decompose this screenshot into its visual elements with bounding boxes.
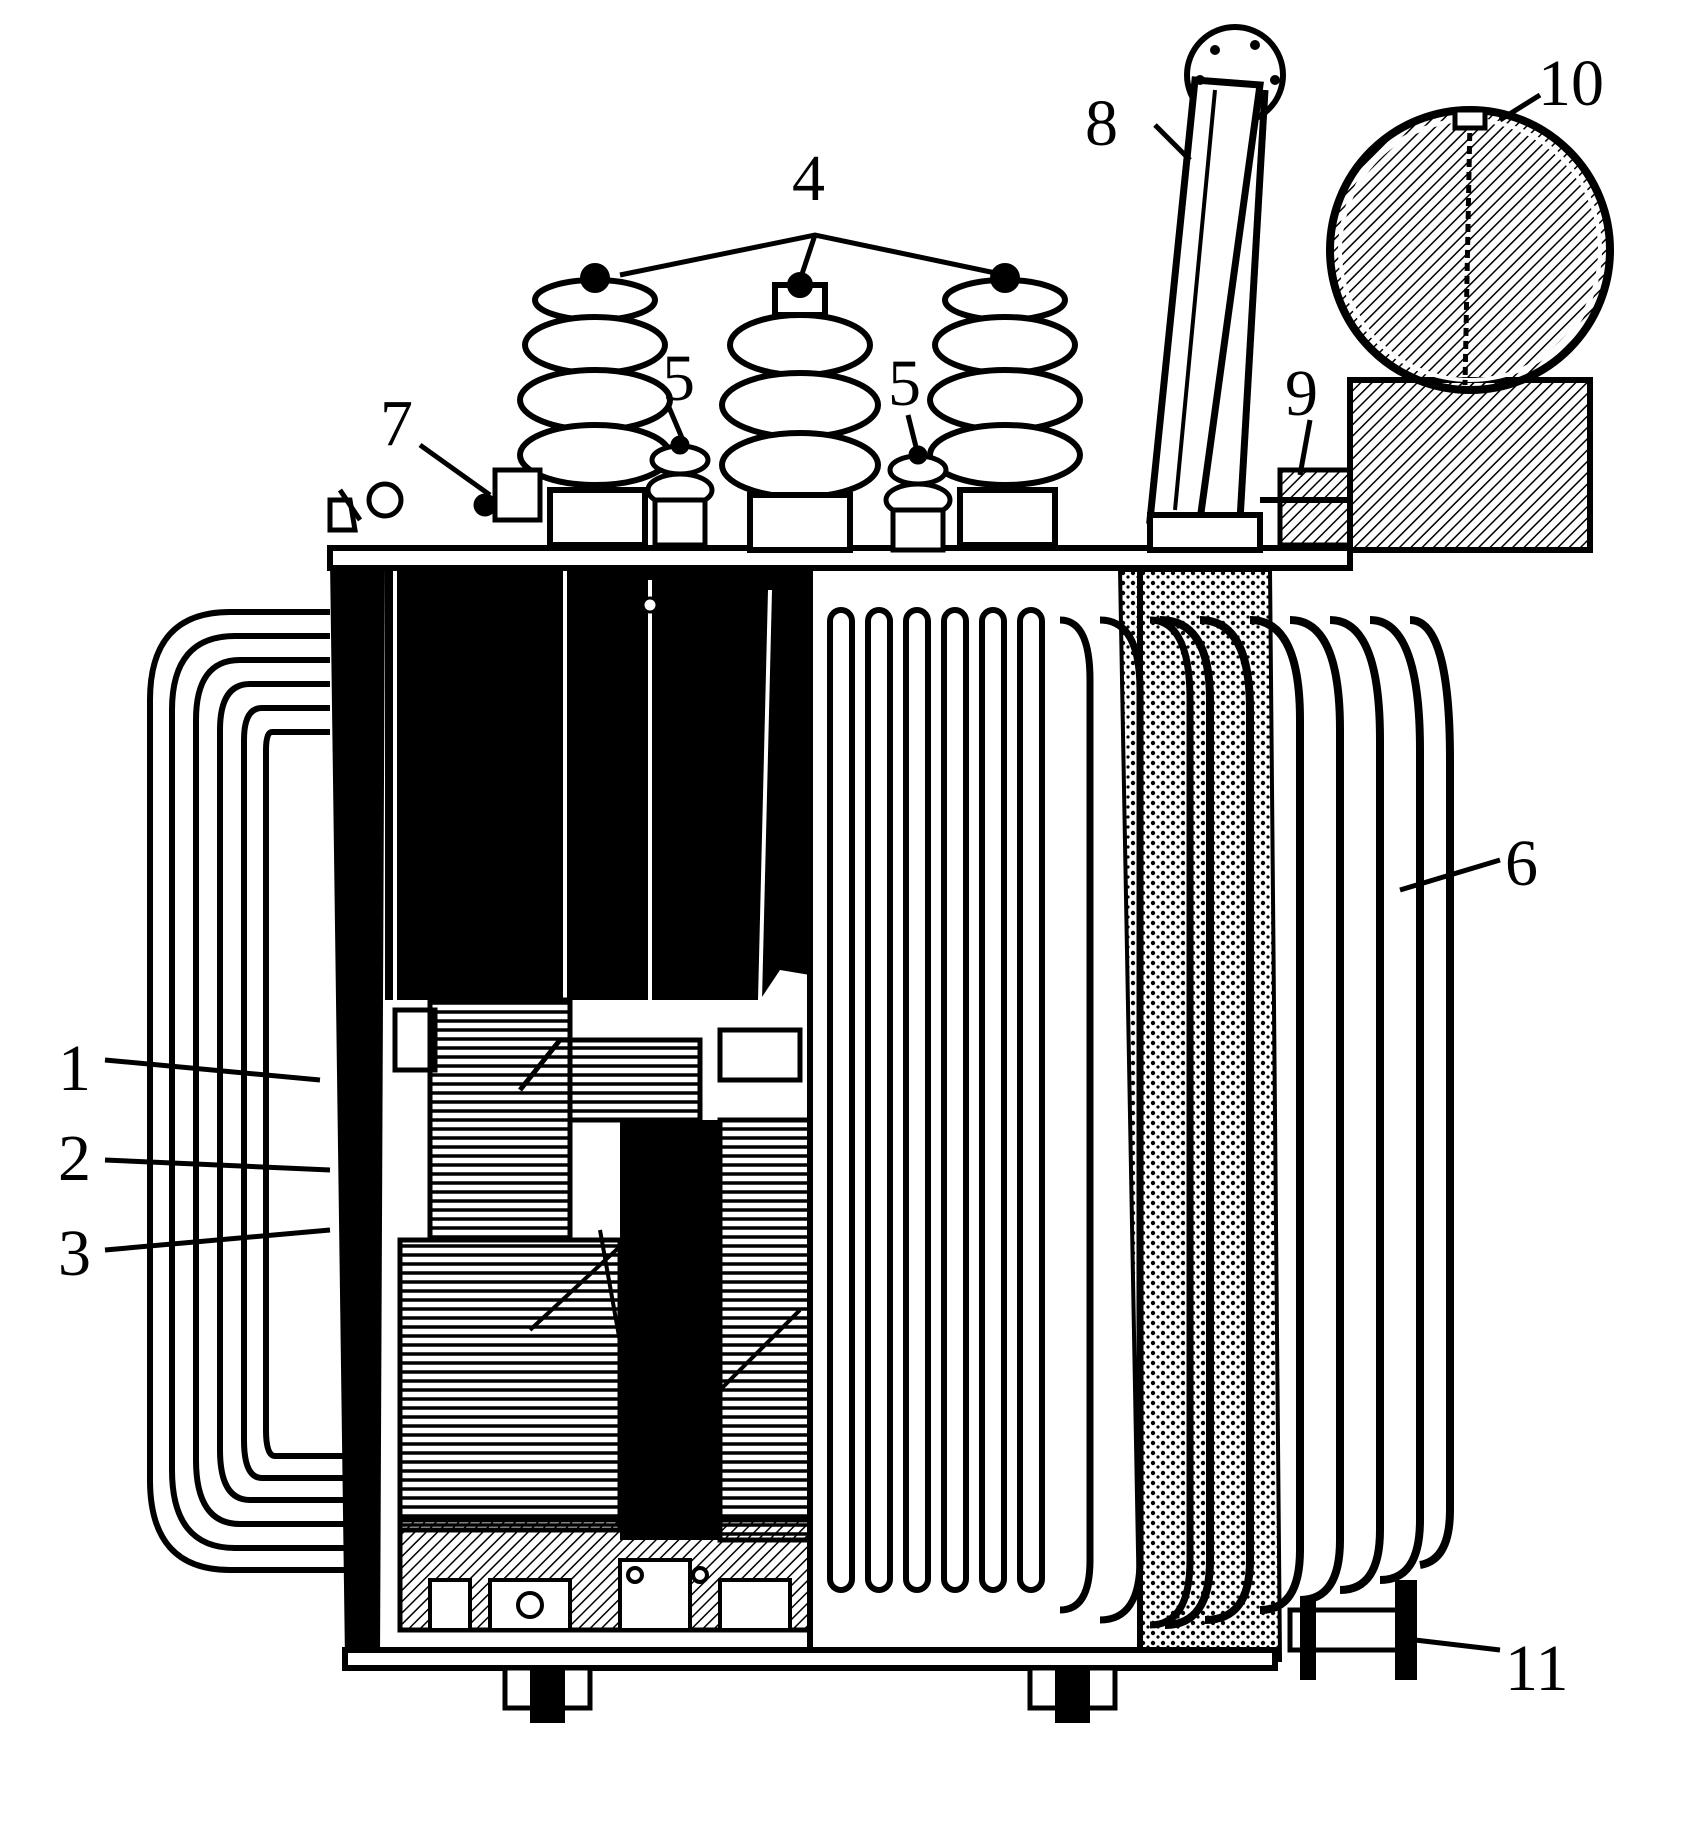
lv-bushing-right (883, 445, 953, 553)
label-5-right: 5 (888, 347, 921, 420)
tap-changer (327, 467, 543, 533)
label-2: 2 (58, 1122, 91, 1195)
tank-base (342, 1647, 1278, 1723)
label-11: 11 (1505, 1632, 1569, 1705)
explosion-vent-pipe (1146, 24, 1286, 553)
label-5-left: 5 (662, 342, 695, 415)
lv-bushings (645, 435, 953, 553)
hv-bushings (517, 263, 1083, 553)
left-cooling-tubes (147, 609, 345, 1573)
leader-lines (104, 92, 1542, 1653)
tank-cutaway (330, 560, 813, 1660)
hv-bushing-right (927, 263, 1083, 548)
hv-bushing-left (517, 263, 673, 548)
label-1: 1 (58, 1032, 91, 1105)
lv-bushing-left (645, 435, 715, 548)
hv-bushing-center (719, 272, 881, 553)
gas-relay (1260, 467, 1353, 548)
label-7: 7 (380, 387, 413, 460)
label-4: 4 (792, 142, 825, 215)
label-8: 8 (1085, 87, 1118, 160)
oil-conservator (1326, 106, 1614, 553)
drain-valve (1287, 1580, 1417, 1680)
label-10: 10 (1538, 47, 1604, 120)
label-9: 9 (1285, 357, 1318, 430)
right-cooling-tubes (807, 565, 1454, 1662)
label-6: 6 (1505, 827, 1538, 900)
label-3: 3 (58, 1217, 91, 1290)
